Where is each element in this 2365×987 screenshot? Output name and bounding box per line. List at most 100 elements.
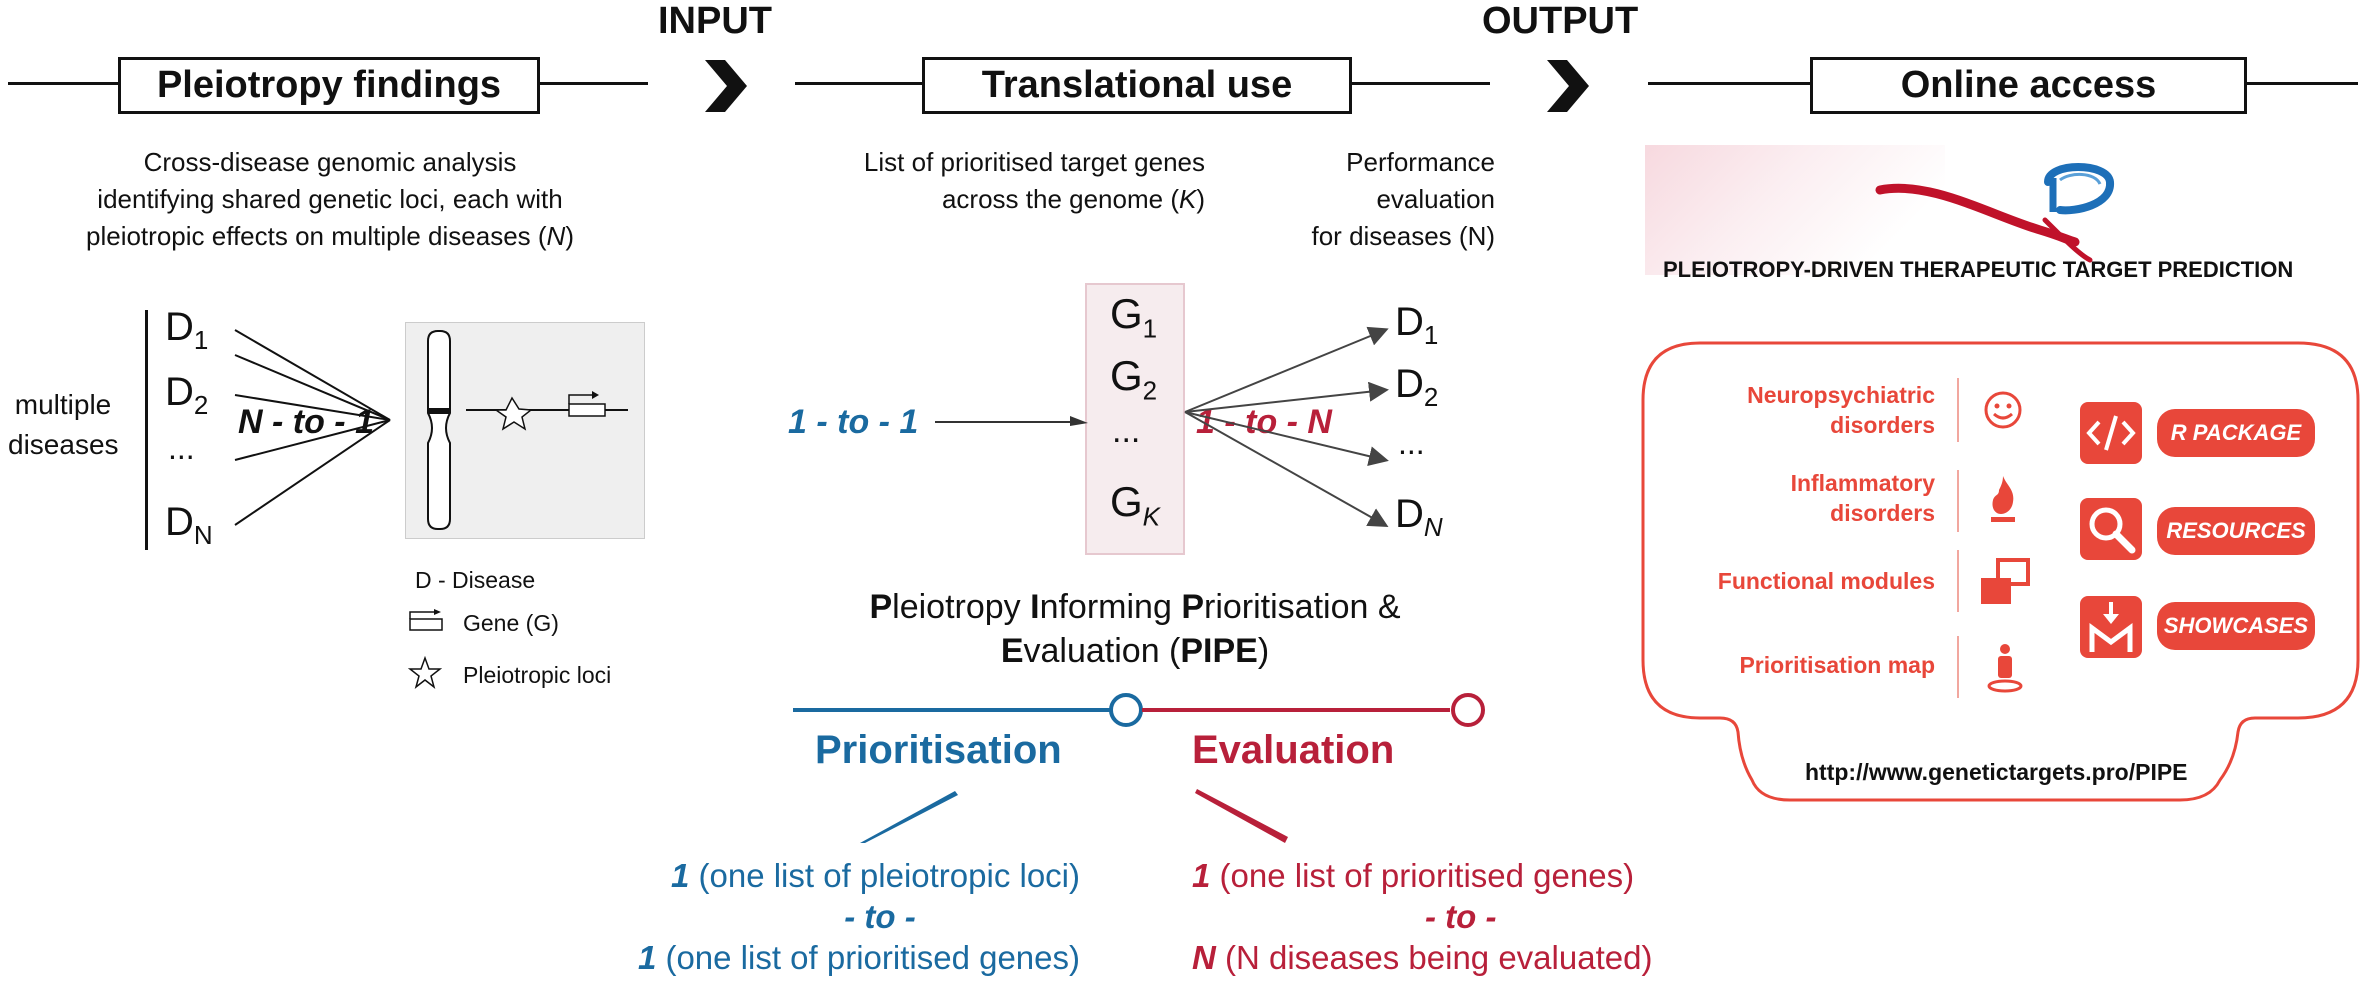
evaluation-node-icon xyxy=(1451,693,1485,727)
modules-icon[interactable] xyxy=(1978,558,2032,608)
category-functional-modules: Functional modules xyxy=(1620,566,1935,596)
prior-line-3-rest: (one list of prioritised genes) xyxy=(656,939,1080,976)
pipe-l1-leiotropy: leiotropy xyxy=(892,588,1031,626)
pipe-title-line-2: Evaluation (PIPE) xyxy=(790,629,1480,673)
eval-line-1: 1 (one list of prioritised genes) xyxy=(1192,855,1752,896)
right-disease-d2: D2 xyxy=(1395,362,1438,413)
right-disease-dots: ... xyxy=(1398,425,1425,461)
g1-sub: 1 xyxy=(1142,313,1158,344)
prior-line-2-text: - to - xyxy=(844,898,916,935)
one-to-one-arrow-icon xyxy=(935,416,1088,426)
divider-4 xyxy=(1957,636,1959,698)
arrow-output-icon xyxy=(1547,60,1589,112)
prior-line-3-num: 1 xyxy=(637,939,657,976)
logo-caption: PLEIOTROPY-DRIVEN THERAPEUTIC TARGET PRE… xyxy=(1663,257,2294,282)
search-icon[interactable] xyxy=(2080,498,2142,560)
category-inflammatory: Inflammatory disorders xyxy=(1620,468,1935,528)
arrow-input-icon xyxy=(705,60,747,112)
right-dn-sub: N xyxy=(1423,512,1443,542)
legend-loci: Pleiotropic loci xyxy=(463,662,612,688)
multiple-diseases-line-2: diseases xyxy=(8,429,119,460)
left-desc-line-1: Cross-disease genomic analysis xyxy=(143,147,517,177)
left-dn-letter: D xyxy=(165,500,194,544)
left-disease-d1: D1 xyxy=(165,305,208,356)
perf-desc-line-2: evaluation xyxy=(1376,184,1495,214)
g2-letter: G xyxy=(1110,352,1143,399)
pleiotropic-locus-star xyxy=(493,396,533,431)
gk-sub: K xyxy=(1142,501,1161,532)
left-d1-sub: 1 xyxy=(193,325,209,355)
resources-button[interactable]: RESOURCES xyxy=(2157,507,2315,555)
left-disease-dn: DN xyxy=(165,500,213,551)
pipe-l2-close: ) xyxy=(1257,632,1270,670)
pipe-logo-icon xyxy=(1875,163,2114,263)
gk-letter: G xyxy=(1110,478,1143,525)
pipe-l1-p2: P xyxy=(1181,588,1204,626)
diverging-arrows-icon xyxy=(1184,326,1389,527)
eval-line-3-num: N xyxy=(1192,939,1216,976)
legend-disease: D - Disease xyxy=(415,567,536,593)
header-pleiotropy-findings: Pleiotropy findings xyxy=(118,57,540,114)
left-desc-line-3: pleiotropic effects on multiple diseases… xyxy=(80,218,580,255)
pipe-title-line-1: Pleiotropy Informing Prioritisation & xyxy=(790,585,1480,629)
g2-sub: 2 xyxy=(1142,375,1158,406)
gene-dots: ... xyxy=(1112,412,1141,450)
online-panel-outline xyxy=(1641,341,2360,802)
left-converging-lines xyxy=(234,329,391,526)
pipe-l1-i: I xyxy=(1030,588,1040,626)
code-icon[interactable] xyxy=(2080,402,2142,464)
flame-icon[interactable] xyxy=(1985,474,2021,526)
multiple-diseases-label: multiple diseases xyxy=(8,385,119,465)
chromosome-panel xyxy=(405,322,645,539)
eval-line-1-rest: (one list of prioritised genes) xyxy=(1210,857,1635,894)
right-d1-sub: 1 xyxy=(1423,320,1439,350)
left-d2-sub: 2 xyxy=(193,390,209,420)
legend-gene: Gene (G) xyxy=(463,610,559,636)
eval-line-1-num: 1 xyxy=(1192,857,1211,894)
right-d1-letter: D xyxy=(1395,300,1424,344)
map-person-icon[interactable] xyxy=(1985,642,2025,694)
prior-line-3: 1 (one list of prioritised genes) xyxy=(540,937,1080,978)
showcases-button[interactable]: SHOWCASES xyxy=(2157,602,2315,650)
left-disease-d2: D2 xyxy=(165,370,208,421)
category-inflammatory-line-1: Inflammatory xyxy=(1790,470,1935,496)
disease-bracket xyxy=(145,310,148,550)
gene-gk: GK xyxy=(1110,478,1160,532)
evaluation-text: 1 (one list of prioritised genes) - to -… xyxy=(1192,855,1752,978)
category-inflammatory-line-2: disorders xyxy=(1830,500,1935,526)
mapping-1-to-n: 1 - to - N xyxy=(1196,403,1332,441)
left-desc-line-3-text: pleiotropic effects on multiple diseases… xyxy=(86,221,574,251)
phase-prioritisation: Prioritisation xyxy=(815,728,1062,772)
left-disease-dots: ... xyxy=(168,430,195,466)
left-dn-sub: N xyxy=(193,520,213,550)
label-input: INPUT xyxy=(658,0,772,42)
phase-connector-lines xyxy=(860,789,1288,843)
showcase-download-icon[interactable] xyxy=(2080,596,2142,658)
category-neuropsychiatric-line-2: disorders xyxy=(1830,412,1935,438)
r-package-button[interactable]: R PACKAGE xyxy=(2157,409,2315,457)
left-d2-letter: D xyxy=(165,370,194,414)
g1-letter: G xyxy=(1110,290,1143,337)
header-online-access: Online access xyxy=(1810,57,2247,114)
left-d1-letter: D xyxy=(165,305,194,349)
pipe-l2-e: E xyxy=(1000,632,1024,670)
category-neuropsychiatric: Neuropsychiatric disorders xyxy=(1620,380,1935,440)
category-prioritisation-map-line-1: Prioritisation map xyxy=(1739,652,1935,678)
pipe-title: Pleiotropy Informing Prioritisation & Ev… xyxy=(790,585,1480,673)
right-d2-sub: 2 xyxy=(1423,382,1439,412)
pipe-url-link[interactable]: http://www.genetictargets.pro/PIPE xyxy=(1805,759,2188,785)
left-description: Cross-disease genomic analysis identifyi… xyxy=(80,144,580,255)
eval-line-3-rest: (N diseases being evaluated) xyxy=(1215,939,1653,976)
gene-list-box xyxy=(1085,283,1185,555)
gene-g1: G1 xyxy=(1110,290,1157,344)
mapping-n-to-1: N - to - 1 xyxy=(238,403,374,441)
pipe-l2-valuation: valuation ( xyxy=(1023,632,1181,670)
prioritisation-text: 1 (one list of pleiotropic loci) - to - … xyxy=(540,855,1080,978)
perf-desc-line-3: for diseases (N) xyxy=(1311,221,1496,251)
header-translational-use: Translational use xyxy=(922,57,1352,114)
smiley-icon[interactable] xyxy=(1983,390,2023,430)
pipe-l2-pipe: PIPE xyxy=(1180,632,1258,670)
gene-legend-icon xyxy=(409,609,443,631)
prior-line-1: 1 (one list of pleiotropic loci) xyxy=(540,855,1080,896)
